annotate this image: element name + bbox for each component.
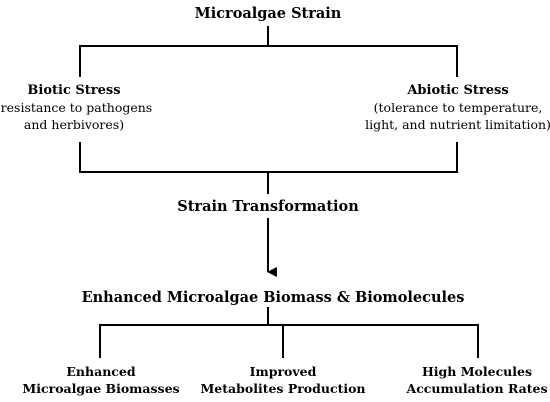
outcome-high-line-1: High Molecules bbox=[421, 364, 533, 379]
strain-transformation-node: Strain Transformation bbox=[177, 198, 359, 215]
abiotic-stress-title: Abiotic Stress bbox=[407, 83, 509, 98]
abiotic-stress-desc-line-1: (tolerance to temperature, bbox=[373, 100, 543, 115]
outcome-enhanced-line-1: Enhanced bbox=[66, 364, 136, 379]
abiotic-stress-desc-line-2: light, and nutrient limitation) bbox=[365, 117, 550, 132]
biotic-stress-desc-line-1: (resistance to pathogens bbox=[0, 100, 153, 115]
outcome-improved-line-2: Metabolites Production bbox=[200, 381, 366, 396]
outcome-enhanced-biomasses: Enhanced Microalgae Biomasses bbox=[22, 363, 179, 397]
outcome-improved-line-1: Improved bbox=[249, 364, 317, 379]
abiotic-stress-node: Abiotic Stress (tolerance to temperature… bbox=[365, 82, 550, 133]
enhanced-biomass-node: Enhanced Microalgae Biomass & Biomolecul… bbox=[81, 289, 465, 306]
outcome-enhanced-line-2: Microalgae Biomasses bbox=[22, 381, 180, 396]
outcome-high-line-2: Accumulation Rates bbox=[406, 381, 548, 396]
biotic-stress-title: Biotic Stress bbox=[27, 83, 121, 98]
biotic-stress-node: Biotic Stress (resistance to pathogens a… bbox=[0, 82, 152, 133]
microalgae-strain-node: Microalgae Strain bbox=[194, 5, 342, 22]
outcome-improved-metabolites: Improved Metabolites Production bbox=[200, 363, 365, 397]
biotic-stress-desc-line-2: and herbivores) bbox=[23, 117, 125, 132]
outcome-high-molecules: High Molecules Accumulation Rates bbox=[406, 363, 547, 397]
